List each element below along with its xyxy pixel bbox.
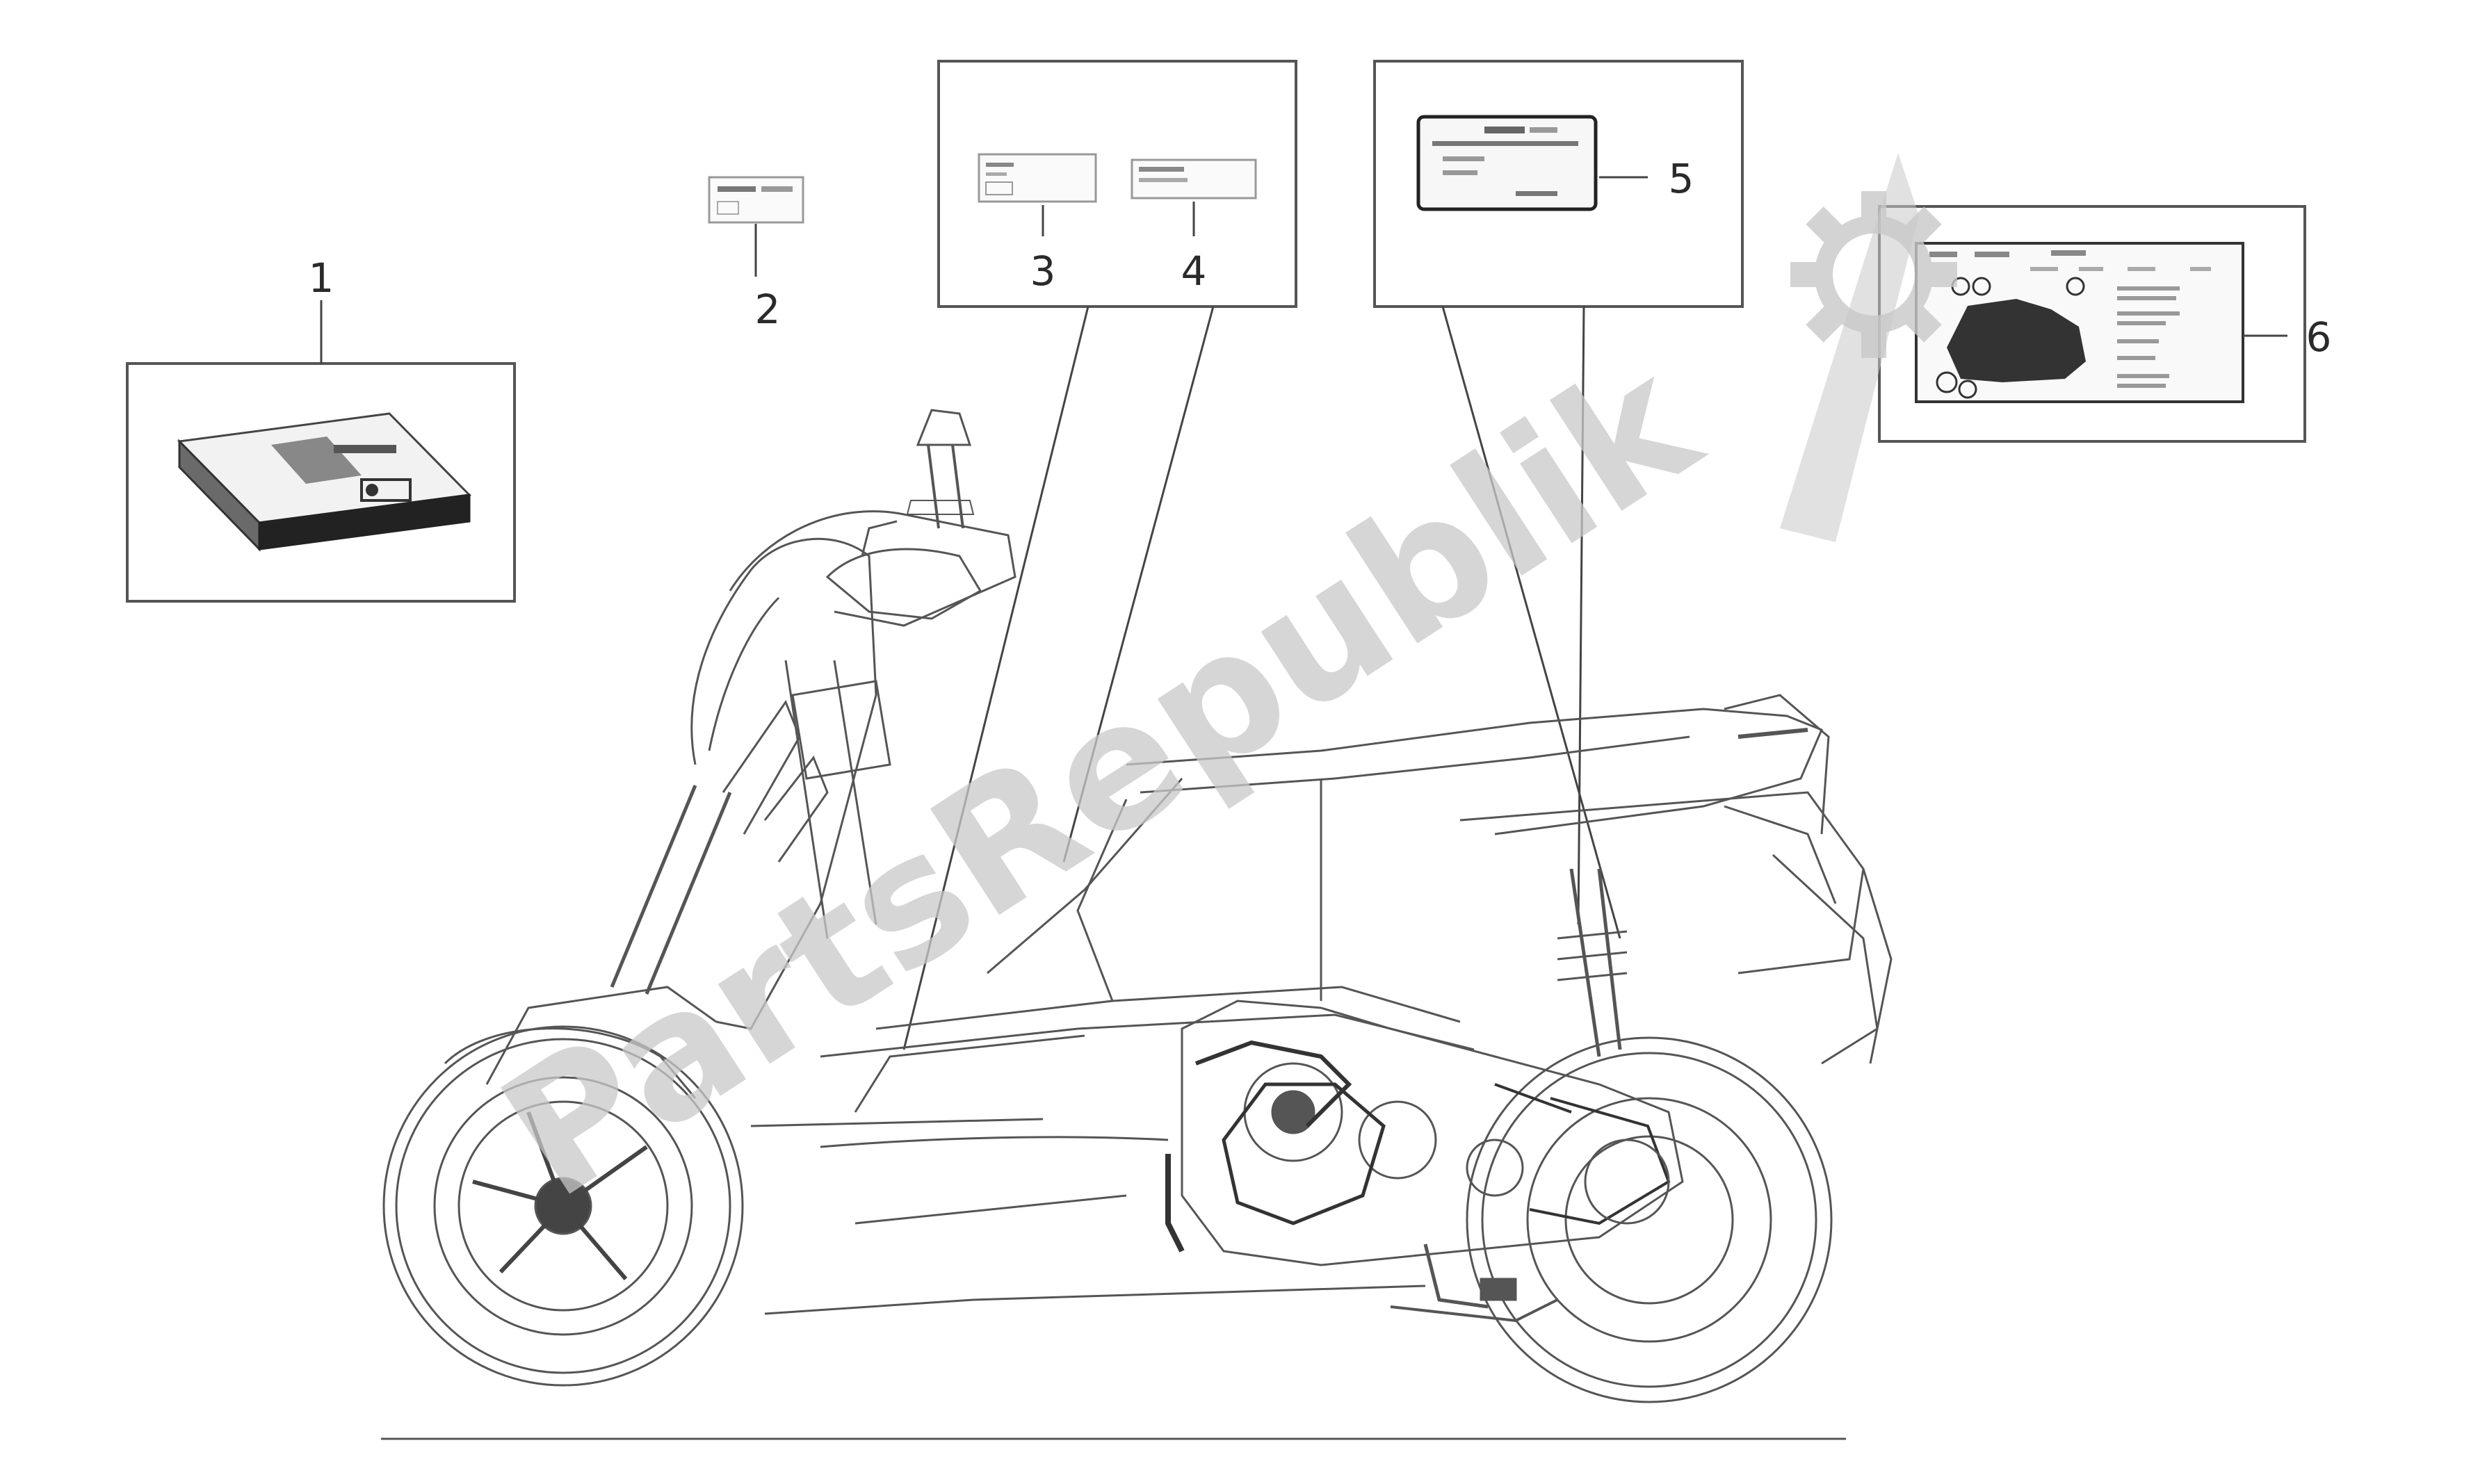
wrench-shape [1780, 153, 1919, 542]
watermark: PartsRepublik [469, 153, 1957, 1237]
callout-2: 2 [755, 286, 781, 333]
leader-lines [320, 176, 2287, 1050]
decal-item-2 [708, 176, 804, 224]
decal-item-3 [978, 153, 1097, 203]
label-item-5 [1416, 115, 1598, 211]
decal-item-4 [1131, 158, 1257, 199]
label-item-6 [1915, 242, 2244, 403]
manual-book-icon [177, 412, 472, 552]
front-wheel [382, 1025, 744, 1387]
callout-5: 5 [1669, 155, 1694, 202]
scooter-illustration [382, 409, 1893, 1403]
callout-4: 4 [1181, 247, 1207, 295]
rear-wheel [1466, 1036, 1833, 1403]
callout-1: 1 [309, 254, 334, 302]
watermark-text: PartsRepublik [469, 318, 1733, 1237]
engine [1165, 1000, 1684, 1301]
callout-3: 3 [1030, 247, 1056, 295]
box-item-3-4 [937, 60, 1297, 308]
box-item-5 [1373, 60, 1744, 308]
callout-6: 6 [2306, 313, 2332, 361]
